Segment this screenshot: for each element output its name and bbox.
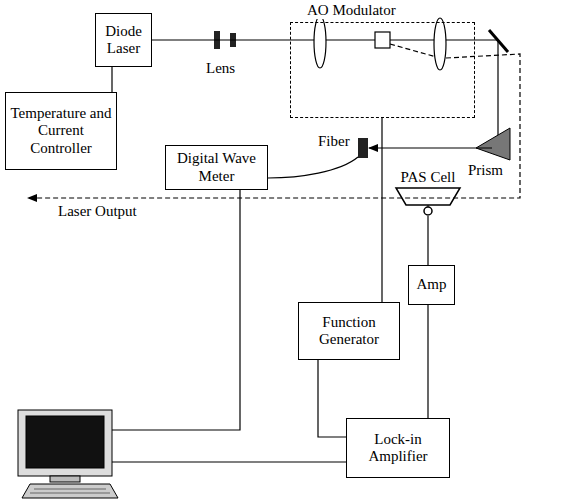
part-label: Laser Output (58, 203, 137, 220)
node-label: Amp (417, 276, 447, 293)
ao-crystal (375, 32, 390, 48)
node-label: Diode Laser (100, 23, 147, 58)
wire (112, 461, 346, 462)
node-label: Lock-in Amplifier (351, 431, 445, 466)
signal-wire (427, 305, 428, 418)
modulator-group: AO Modulator (290, 22, 475, 118)
lens (434, 18, 446, 70)
fiber-coupler (358, 138, 368, 158)
signal-wire (427, 216, 428, 265)
optical-fiber (268, 157, 358, 178)
node-label: Digital Wave Meter (170, 150, 263, 185)
diffracted-beam (390, 44, 440, 58)
wire (112, 190, 240, 430)
pas-cell: PAS Cell (392, 168, 464, 216)
instrument-box: Function Generator (298, 302, 400, 360)
part-label: Lens (206, 60, 235, 77)
group-heading: AO Modulator (305, 2, 398, 19)
signal-wire (318, 360, 346, 437)
laser-beam (369, 147, 492, 148)
computer-icon (18, 410, 118, 498)
part-label: Fiber (318, 133, 350, 150)
prism (476, 128, 510, 160)
laser-beam (497, 41, 498, 140)
laser-beam (290, 39, 375, 40)
signal-wire (111, 67, 112, 92)
node-label: Temperature and Current Controller (10, 105, 112, 157)
signal-wire (381, 118, 382, 302)
laser-box: Diode Laser (95, 13, 152, 67)
instrument-box: Lock-in Amplifier (346, 418, 450, 478)
node-label: PAS Cell (401, 169, 456, 186)
controller-box: Temperature and Current Controller (5, 92, 117, 170)
node-label: Function Generator (303, 314, 395, 349)
part-label: Prism (468, 162, 503, 179)
instrument-box: Digital Wave Meter (165, 145, 268, 190)
lens (314, 16, 326, 68)
laser-beam (152, 39, 290, 40)
amplifier-box: Amp (408, 265, 455, 305)
